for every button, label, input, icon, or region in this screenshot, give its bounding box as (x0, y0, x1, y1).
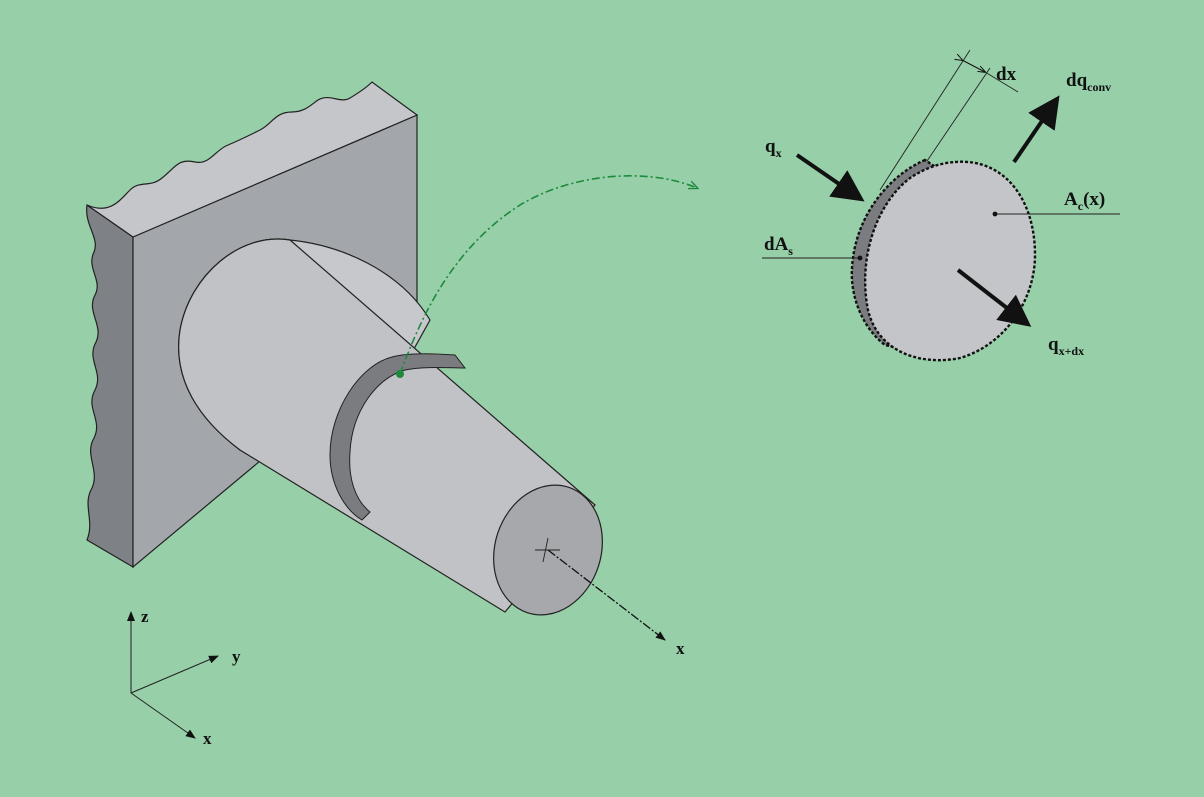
label-qx: qx (765, 136, 782, 160)
z-axis-label: z (141, 607, 149, 626)
detail-element (762, 49, 1120, 362)
fin (178, 238, 666, 641)
label-qxdx: qx+dx (1048, 334, 1084, 358)
fin-surface-element (329, 353, 467, 521)
wall-top-face (86, 81, 419, 238)
qx-arrow (795, 153, 865, 202)
coordinate-axes: z y x (127, 607, 241, 748)
dx-dimension (962, 60, 985, 72)
fin-x-axis (547, 549, 666, 641)
x-axis-label: x (203, 729, 212, 748)
fin-body (178, 238, 596, 613)
zoom-curve (399, 175, 697, 375)
label-dAs: dAs (764, 234, 793, 258)
dqconv-arrow (1012, 95, 1060, 164)
label-fin-x: x (676, 639, 685, 658)
qxdx-arrow (956, 268, 1032, 327)
wall-side-face (86, 203, 134, 569)
x-axis (130, 692, 196, 739)
label-Ac: Ac(x) (1064, 189, 1105, 213)
zoom-path (396, 175, 697, 378)
detail-surface-strip (850, 158, 943, 352)
label-dqconv: dqconv (1066, 70, 1111, 94)
detail-disc-face (864, 160, 1037, 362)
y-axis-label: y (232, 647, 241, 666)
y-axis (130, 655, 219, 694)
label-dx: dx (996, 64, 1017, 85)
